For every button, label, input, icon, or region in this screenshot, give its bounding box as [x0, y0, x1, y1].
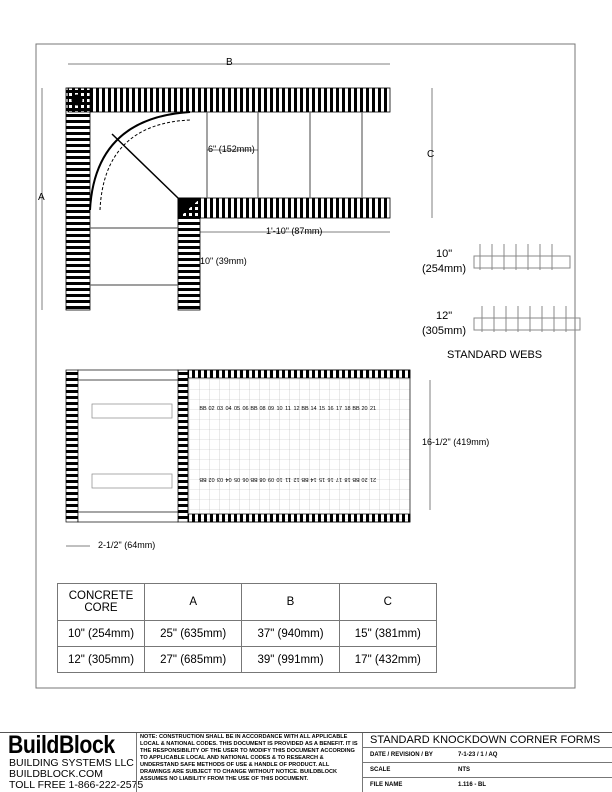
table-row: 10" (254mm)25" (635mm)37" (940mm)15" (38…	[57, 620, 438, 647]
block-label: 18	[344, 406, 350, 412]
block-label: 02	[208, 476, 214, 482]
block-labels: BBBB02020303040405050606BBBB080809091010…	[199, 406, 376, 482]
block-label: 06	[242, 406, 248, 412]
webs-caption: STANDARD WEBS	[447, 349, 543, 361]
header-a: A	[143, 583, 243, 621]
block-label: 08	[259, 476, 265, 482]
company-name: BUILDING SYSTEMS LLC	[9, 757, 134, 769]
block-label: 15	[319, 406, 325, 412]
scale-label: SCALE	[370, 767, 391, 773]
website: BUILDBLOCK.COM	[9, 768, 103, 780]
header-c: C	[338, 583, 438, 621]
block-label: 09	[268, 476, 274, 482]
table-row: 12" (305mm)27" (685mm)39" (991mm)17" (43…	[57, 646, 438, 673]
block-label: 21	[370, 476, 376, 482]
logo: BuildBlock	[8, 731, 115, 759]
title-block: BuildBlock BUILDING SYSTEMS LLC BUILDBLO…	[0, 732, 612, 792]
block-label: BB	[352, 476, 360, 482]
block-label: 16	[327, 406, 333, 412]
block-label: 20	[361, 406, 367, 412]
drawing-title: STANDARD KNOCKDOWN CORNER FORMS	[370, 734, 601, 746]
date-row: DATE / REVISION / BY 7-1-23 / 1 / AQ	[362, 747, 612, 763]
dimensions-table: CONCRETE CORE A B C 10" (254mm)25" (635m…	[57, 583, 438, 673]
cell: 27" (685mm)	[143, 646, 243, 673]
block-label: 17	[336, 476, 342, 482]
block-label: 12	[293, 476, 299, 482]
block-label: 10	[276, 476, 282, 482]
block-label: BB	[250, 476, 258, 482]
block-label: 06	[242, 476, 248, 482]
height-label: 16-1/2" (419mm)	[422, 437, 490, 447]
header-b: B	[241, 583, 340, 621]
block-label: BB	[301, 476, 309, 482]
block-label: 09	[268, 406, 274, 412]
scale-value: NTS	[458, 767, 470, 773]
phone: TOLL FREE 1-866-222-2575	[9, 779, 144, 791]
block-label: BB	[301, 406, 309, 412]
web-10-metric: (254mm)	[422, 263, 467, 275]
cell: 39" (991mm)	[241, 646, 340, 673]
block-label: 03	[217, 406, 223, 412]
block-label: 10	[276, 406, 282, 412]
file-label: FILE NAME	[370, 782, 403, 788]
block-label: 18	[344, 476, 350, 482]
block-label: 11	[285, 476, 291, 482]
offset-label: 2-1/2" (64mm)	[98, 540, 156, 550]
block-label: BB	[199, 476, 207, 482]
block-label: 05	[234, 476, 240, 482]
block-label: BB	[250, 406, 258, 412]
file-value: 1.116 - BL	[458, 782, 487, 788]
block-label: 21	[370, 406, 376, 412]
sheet-border	[35, 43, 576, 689]
legal-note: NOTE: CONSTRUCTION SHALL BE IN ACCORDANC…	[140, 734, 358, 782]
block-label: BB	[352, 406, 360, 412]
cell: 15" (381mm)	[338, 620, 438, 647]
web-12-icon	[473, 306, 581, 332]
block-label: 05	[234, 406, 240, 412]
cell: 12" (305mm)	[57, 646, 145, 673]
dim-a-label: A	[38, 192, 45, 203]
web-10-size: 10"	[436, 248, 453, 260]
cell: 25" (635mm)	[143, 620, 243, 647]
elevation-view	[65, 369, 431, 547]
block-label: 08	[259, 406, 265, 412]
cell: 17" (432mm)	[338, 646, 438, 673]
file-row: FILE NAME 1.116 - BL	[362, 777, 612, 792]
date-value: 7-1-23 / 1 / AQ	[458, 752, 498, 758]
date-label: DATE / REVISION / BY	[370, 752, 433, 758]
scale-row: SCALE NTS	[362, 762, 612, 778]
cell: 10" (254mm)	[57, 620, 145, 647]
block-label: 16	[327, 476, 333, 482]
table-header-row: CONCRETE CORE A B C	[57, 583, 438, 621]
block-label: 04	[225, 406, 231, 412]
block-label: 12	[293, 406, 299, 412]
web-10-icon	[473, 244, 571, 270]
length-label: 1'-10" (87mm)	[266, 226, 323, 236]
dim-b-label: B	[226, 57, 233, 68]
web-12-size: 12"	[436, 310, 453, 322]
web-spacing-label: 6" (152mm)	[208, 144, 255, 154]
block-label: 03	[217, 476, 223, 482]
dim-c-label: C	[427, 149, 435, 160]
block-label: 20	[361, 476, 367, 482]
block-label: 15	[319, 476, 325, 482]
plan-view	[41, 63, 433, 311]
block-label: 11	[285, 406, 291, 412]
width-label: 10" (39mm)	[200, 256, 247, 266]
block-label: 04	[225, 476, 231, 482]
block-label: 17	[336, 406, 342, 412]
block-label: 14	[310, 476, 316, 482]
block-label: BB	[199, 406, 207, 412]
block-label: 02	[208, 406, 214, 412]
block-label: 14	[310, 406, 316, 412]
header-concrete-core: CONCRETE CORE	[57, 583, 145, 621]
web-12-metric: (305mm)	[422, 325, 467, 337]
cell: 37" (940mm)	[241, 620, 340, 647]
